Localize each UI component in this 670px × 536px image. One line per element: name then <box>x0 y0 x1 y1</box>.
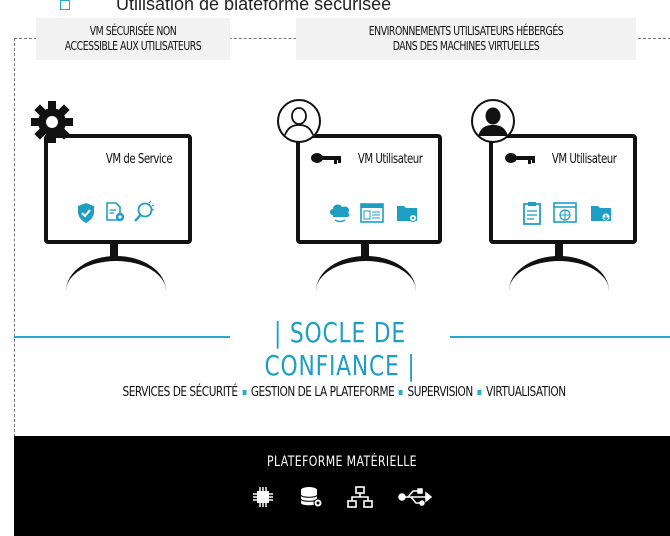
separator-dot <box>242 389 247 395</box>
folder-download-icon <box>591 206 611 221</box>
key-icon <box>311 153 341 164</box>
services-row: SERVICES DE SÉCURITÉ GESTION DE LA PLATEF… <box>60 384 620 400</box>
service-supervision: SUPERVISION <box>407 384 474 400</box>
services-line: SERVICES DE SÉCURITÉ GESTION DE LA PLATEF… <box>122 384 566 400</box>
monitor-title: VM Utilisateur <box>357 152 423 167</box>
monitor-neck <box>361 244 369 260</box>
service-management: GESTION DE LA PLATEFORME <box>250 384 395 400</box>
monitor-neck <box>555 244 563 260</box>
service-security: SERVICES DE SÉCURITÉ <box>122 384 238 400</box>
monitor-screen <box>44 134 192 244</box>
socle-line-right <box>450 336 670 338</box>
cpu-icon <box>253 487 274 507</box>
socle-title: | SOCLE DE CONFIANCE | <box>264 316 416 382</box>
user-outline-icon <box>277 99 321 143</box>
socle-line-left <box>14 336 230 338</box>
gear-icon <box>31 101 73 143</box>
user-filled-icon <box>471 99 515 143</box>
shield-check-icon <box>78 203 94 223</box>
separator-dot <box>398 389 403 395</box>
monitor-title: VM Utilisateur <box>551 152 617 167</box>
bullet-icon <box>60 0 70 10</box>
hardware-title: PLATEFORME MATÉRIELLE <box>267 454 417 470</box>
document-settings-icon <box>106 202 125 222</box>
top-cut-text: Utilisation de plateforme sécurisée <box>60 0 500 10</box>
separator-dot <box>477 389 482 395</box>
folder-icon <box>397 206 417 222</box>
database-icon <box>300 487 323 508</box>
label-secure-vm: VM SÉCURISÉE NON ACCESSIBLE AUX UTILISAT… <box>36 18 230 60</box>
key-icon <box>505 153 535 164</box>
clipboard-icon <box>523 202 541 225</box>
network-icon <box>347 486 374 508</box>
label-user-envs: ENVIRONNEMENTS UTILISATEURS HÉBERGÉS DAN… <box>296 18 636 60</box>
hardware-icons <box>14 486 670 508</box>
monitor-neck <box>110 244 118 260</box>
monitor-title: VM de Service <box>105 152 173 167</box>
monitor-stand <box>316 256 416 291</box>
monitor-stand <box>509 256 609 291</box>
service-virtualisation: VIRTUALISATION <box>486 384 566 400</box>
monitor-stand <box>66 256 166 291</box>
monitor-screen <box>296 134 442 244</box>
usb-icon <box>397 488 432 506</box>
web-window-icon <box>553 202 577 223</box>
hardware-platform: PLATEFORME MATÉRIELLE <box>14 436 670 536</box>
monitor-screen <box>489 134 637 244</box>
magnifier-icon <box>134 200 155 222</box>
cloud-icon <box>330 204 350 223</box>
browser-window-icon <box>360 203 384 223</box>
